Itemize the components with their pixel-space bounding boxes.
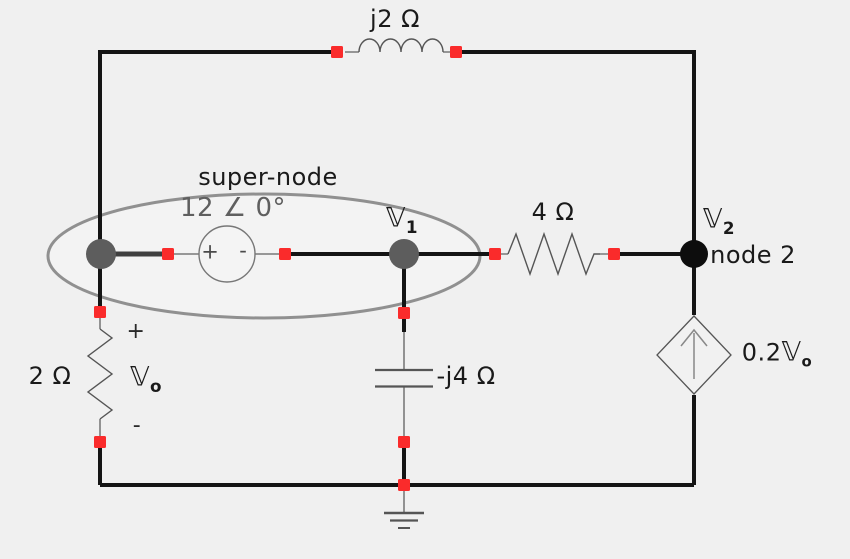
v1-symbol: 𝕍 [385, 202, 406, 234]
v2-symbol: 𝕍 [702, 203, 723, 235]
capacitor-label: -j4 Ω [436, 362, 496, 390]
terminal-res2-bottom [94, 436, 106, 448]
vo-symbol: 𝕍 [129, 361, 151, 393]
terminals [94, 46, 620, 491]
terminal-inductor-left [331, 46, 343, 58]
terminal-cap-top [398, 307, 410, 319]
supernode-label: super-node [198, 163, 338, 191]
dependent-source-label: 0.2𝕍o [741, 336, 812, 369]
resistor-4ohm-zigzag [507, 231, 600, 277]
node-v1 [389, 239, 419, 269]
capacitor-plates [375, 368, 433, 388]
resistor-4ohm-label: 4 Ω [531, 198, 575, 226]
dep-v-symbol: 𝕍 [781, 336, 802, 368]
vo-minus-sign: - [132, 413, 142, 438]
terminal-res4-right [608, 248, 620, 260]
v1-subscript: 1 [405, 216, 419, 237]
node-v2 [680, 240, 708, 268]
component-leads [99, 51, 609, 512]
vo-plus-sign: + [126, 319, 146, 344]
resistor-2ohm-label: 2 Ω [28, 362, 72, 390]
inductor-coil [358, 38, 444, 53]
source-value-label: 12 ∠ 0° [180, 193, 286, 223]
dep-subscript: o [801, 352, 813, 371]
terminal-cap-bottom [398, 436, 410, 448]
source-minus-sign: - [239, 238, 247, 263]
node2-caption: node 2 [710, 241, 796, 269]
terminal-source-right [279, 248, 291, 260]
v2-subscript: 2 [722, 217, 736, 238]
source-plus-sign: + [201, 239, 219, 264]
vo-subscript: o [150, 375, 163, 396]
vo-label: 𝕍o [129, 361, 162, 395]
terminal-inductor-right [450, 46, 462, 58]
ground-icon [384, 511, 424, 529]
v1-label: 𝕍1 [385, 202, 418, 236]
node-supernode-left [86, 239, 116, 269]
terminal-source-left [162, 248, 174, 260]
up-arrow-icon [680, 328, 708, 379]
v2-label: 𝕍2 [702, 203, 735, 237]
resistor-2ohm-zigzag [86, 328, 114, 420]
terminal-ground-junction [398, 479, 410, 491]
terminal-res4-left [489, 248, 501, 260]
voltage-source-circle [198, 225, 256, 283]
inductor-label: j2 Ω [370, 5, 420, 33]
terminal-res2-top [94, 306, 106, 318]
dep-coefficient: 0.2 [741, 338, 782, 367]
